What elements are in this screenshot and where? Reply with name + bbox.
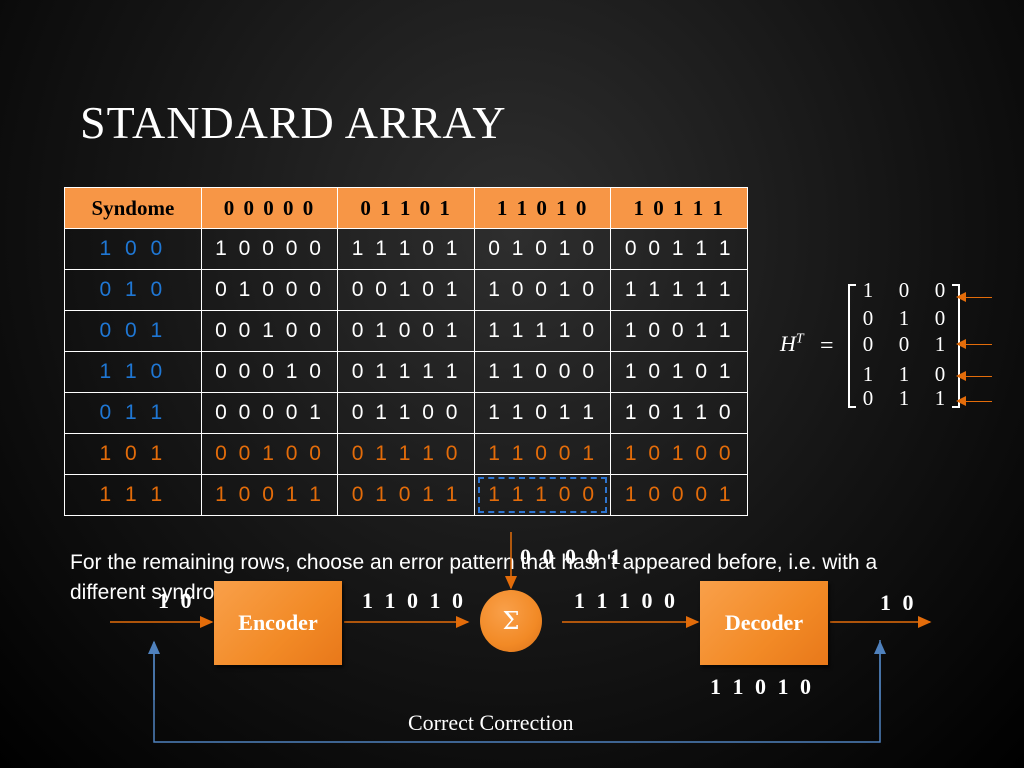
input-bits: 1 0 — [158, 588, 195, 613]
output-bits: 1 0 — [880, 590, 917, 615]
syndrome-cell: 1 1 0 — [64, 351, 202, 393]
coset-cell: 1 0 0 1 1 — [200, 474, 339, 516]
table-row: 1 0 1 0 0 1 0 0 0 1 1 1 0 1 1 0 0 1 1 0 … — [64, 433, 748, 475]
coset-cell: 0 0 1 1 1 — [610, 228, 748, 270]
coset-cell: 0 1 0 0 0 — [200, 269, 339, 311]
coset-cell: 1 1 1 1 0 — [473, 310, 612, 352]
coset-cell: 1 1 0 1 1 — [473, 392, 612, 434]
table-header-row: Syndome 0 0 0 0 0 0 1 1 0 1 1 1 0 1 0 1 … — [64, 187, 748, 229]
coset-cell: 0 1 0 0 1 — [337, 310, 475, 352]
table-row: 1 1 1 1 0 0 1 1 0 1 0 1 1 1 1 1 0 0 1 0 … — [64, 474, 748, 516]
table-row: 0 0 1 0 0 1 0 0 0 1 0 0 1 1 1 1 1 0 1 0 … — [64, 310, 748, 352]
highlighted-coset-cell: 1 1 1 0 0 — [473, 474, 612, 516]
highlight-box: 1 1 1 0 0 — [478, 477, 607, 513]
received-bits: 1 1 1 0 0 — [574, 588, 678, 613]
correction-caption: Correct Correction — [408, 710, 574, 735]
sum-icon: Σ — [480, 590, 542, 652]
column-header: Syndome — [64, 187, 202, 229]
syndrome-cell: 0 1 0 — [64, 269, 202, 311]
codeword-bits: 1 1 0 1 0 — [362, 588, 466, 613]
coset-cell: 0 1 0 1 1 — [337, 474, 475, 516]
row-pointer-arrow — [956, 371, 992, 381]
encoder-block: Encoder — [214, 581, 342, 665]
coset-cell: 1 0 0 0 0 — [200, 228, 339, 270]
table-row: 0 1 1 0 0 0 0 1 0 1 1 0 0 1 1 0 1 1 1 0 … — [64, 392, 748, 434]
slide-title: STANDARD ARRAY — [80, 97, 507, 148]
matrix-label: HT — [780, 331, 804, 356]
syndrome-cell: 0 0 1 — [64, 310, 202, 352]
coset-cell: 0 1 0 1 0 — [473, 228, 612, 270]
coset-cell: 0 0 1 0 0 — [200, 310, 339, 352]
column-header: 0 0 0 0 0 — [200, 187, 339, 229]
row-pointer-arrow — [956, 396, 992, 406]
error-pattern-bits: 0 0 0 0 1 — [520, 544, 624, 569]
coset-cell: 1 0 0 1 0 — [473, 269, 612, 311]
row-pointer-arrow — [956, 339, 992, 349]
coset-cell: 1 0 0 1 1 — [610, 310, 748, 352]
instruction-note: For the remaining rows, choose an error … — [70, 551, 878, 604]
decoded-codeword-bits: 1 1 0 1 0 — [710, 674, 814, 699]
equals-sign: = — [820, 333, 834, 359]
coset-cell: 0 0 0 0 1 — [200, 392, 339, 434]
coset-cell: 0 0 0 1 0 — [200, 351, 339, 393]
table-row: 1 1 0 0 0 0 1 0 0 1 1 1 1 1 1 0 0 0 1 0 … — [64, 351, 748, 393]
coset-cell: 0 1 1 1 0 — [337, 433, 475, 475]
column-header: 1 0 1 1 1 — [610, 187, 748, 229]
standard-array-table: Syndome 0 0 0 0 0 0 1 1 0 1 1 1 0 1 0 1 … — [64, 187, 748, 516]
syndrome-cell: 1 1 1 — [64, 474, 202, 516]
syndrome-cell: 1 0 0 — [64, 228, 202, 270]
coset-cell: 0 0 1 0 0 — [200, 433, 339, 475]
column-header: 0 1 1 0 1 — [337, 187, 475, 229]
coset-cell: 1 1 0 0 0 — [473, 351, 612, 393]
table-row: 0 1 0 0 1 0 0 0 0 0 1 0 1 1 0 0 1 0 1 1 … — [64, 269, 748, 311]
coset-cell: 1 1 1 0 1 — [337, 228, 475, 270]
coset-cell: 1 0 1 0 0 — [610, 433, 748, 475]
row-pointer-arrow — [956, 292, 992, 302]
table-row: 1 0 0 1 0 0 0 0 1 1 1 0 1 0 1 0 1 0 0 0 … — [64, 228, 748, 270]
coset-cell: 0 1 1 1 1 — [337, 351, 475, 393]
coset-cell: 1 0 0 0 1 — [610, 474, 748, 516]
coset-cell: 1 0 1 0 1 — [610, 351, 748, 393]
coset-cell: 0 0 1 0 1 — [337, 269, 475, 311]
decoder-block: Decoder — [700, 581, 828, 665]
